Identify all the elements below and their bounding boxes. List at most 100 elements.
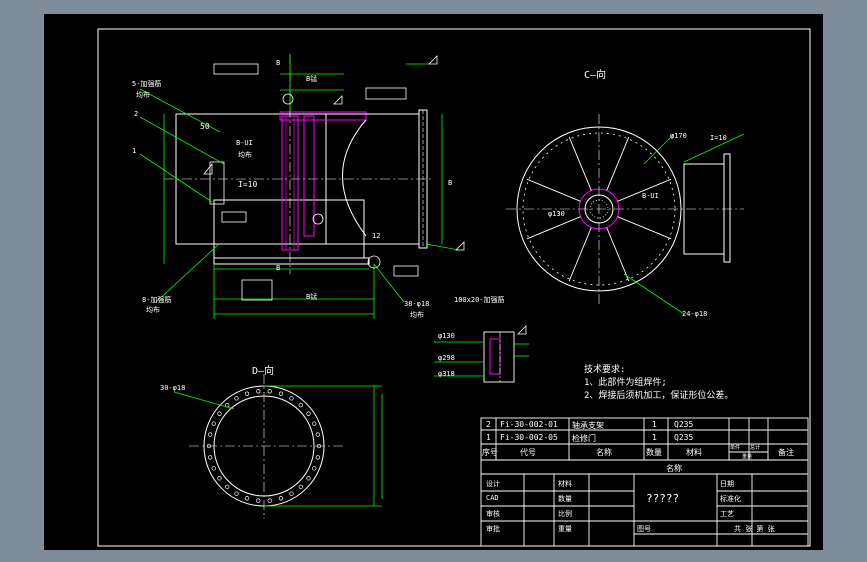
- title-weight: 重量: [558, 525, 572, 533]
- leader-1: 1: [132, 147, 137, 155]
- bolt-hole: [267, 498, 272, 503]
- rib-spoke: [526, 178, 581, 202]
- title-drawing-no: 图号: [637, 525, 651, 533]
- bom-row-2-no: 2: [486, 420, 491, 429]
- leader-100: 100x20-加强筋: [454, 296, 505, 304]
- rib-spoke: [617, 216, 672, 240]
- bolt-hole: [217, 476, 222, 481]
- detail-dia2: φ298: [438, 354, 455, 362]
- tech-req-item1: 1、此部件为组焊件;: [584, 378, 667, 388]
- bolt-hole: [211, 421, 216, 426]
- title-qty: 数量: [558, 495, 572, 503]
- leader-38b: 均布: [410, 311, 424, 319]
- bom-row-1-material: Q235: [674, 433, 694, 442]
- bolt-hole: [244, 391, 250, 396]
- detail-dia1: φ130: [438, 332, 455, 340]
- dim-b-top1: B: [276, 59, 281, 67]
- bom-header-remark: 备注: [778, 448, 794, 457]
- leader-2: 2: [134, 110, 139, 118]
- bom-row-1-no: 1: [486, 433, 491, 442]
- bom-header-no: 序号: [482, 448, 498, 457]
- title-scale: 比例: [558, 510, 572, 518]
- bolt-hole: [208, 432, 213, 437]
- leader-38: 38-φ18: [404, 300, 430, 308]
- view-c-i10: I=10: [710, 134, 727, 142]
- bom-header-material: 材料: [686, 448, 702, 457]
- title-date: 日期: [720, 480, 734, 488]
- bom-header-weight: 重量: [742, 454, 753, 460]
- bolt-hole: [289, 491, 294, 496]
- bolt-hole: [312, 421, 317, 426]
- bolt-hole: [298, 484, 303, 490]
- title-material: 材料: [558, 480, 572, 488]
- label-12: 12: [372, 232, 381, 240]
- bolt-hole: [234, 491, 239, 496]
- view-d-30: 30-φ18: [160, 384, 186, 392]
- bolt-hole: [289, 396, 294, 401]
- view-c-dia: φ170: [670, 132, 687, 140]
- title-design: 设计: [486, 480, 500, 488]
- detail-dia3: φ318: [438, 370, 455, 378]
- leader-8: 8-加强筋: [142, 296, 172, 304]
- view-c-dia130: φ130: [548, 210, 565, 218]
- view-c-label: C—向: [584, 70, 607, 81]
- title-approve: 审批: [486, 525, 500, 533]
- bom-header-weight-single: 单件: [730, 445, 741, 451]
- drawing-svg: [97, 28, 811, 547]
- bom-row-1-qty: 1: [652, 433, 657, 442]
- label-50: 50: [200, 122, 210, 131]
- leader-5b: 均布: [136, 91, 150, 99]
- bolt-hole: [315, 432, 320, 437]
- rib-spoke: [617, 178, 672, 202]
- bolt-hole: [278, 496, 284, 501]
- view-c-bui: B-UI: [642, 192, 659, 200]
- view-d-label: D—向: [252, 366, 275, 377]
- bom-header-weight-total: 总计: [750, 445, 761, 451]
- title-name-label: 名称: [666, 464, 682, 473]
- front-view: [139, 54, 465, 319]
- bom-row-2-code: Fi-30-002-01: [500, 420, 558, 429]
- view-d: [173, 374, 383, 519]
- leader-bui-b: 均布: [238, 151, 252, 159]
- bom-header-code: 代号: [520, 448, 536, 457]
- title-standard: 标准化: [720, 495, 741, 503]
- title-cad: CAD: [486, 494, 499, 502]
- bom-header-qty: 数量: [646, 448, 662, 457]
- bom-header-name: 名称: [596, 448, 612, 457]
- bolt-hole: [298, 402, 303, 408]
- dim-b-bottom1: B: [276, 264, 281, 272]
- dim-b-right: B: [448, 179, 453, 187]
- leader-bui: B-UI: [236, 139, 253, 147]
- drawing-border: [97, 28, 811, 547]
- bolt-hole: [312, 466, 317, 471]
- view-c: [506, 114, 745, 315]
- bolt-hole: [225, 484, 230, 490]
- bolt-hole: [211, 466, 216, 471]
- label-i10: I=10: [238, 180, 258, 189]
- leader-5: 5-加强筋: [132, 80, 162, 88]
- rib-spoke: [606, 136, 630, 191]
- title-sheets: 共 张 第 张: [734, 525, 775, 533]
- dim-b-top2: B锰: [306, 75, 318, 83]
- tech-req-title: 技术要求:: [584, 365, 626, 375]
- bolt-hole: [306, 411, 311, 416]
- title-check: 审核: [486, 510, 500, 518]
- bom-row-2-material: Q235: [674, 420, 694, 429]
- bolt-hole: [217, 411, 222, 416]
- bolt-hole: [234, 396, 239, 401]
- title-value: ?????: [646, 492, 680, 505]
- title-process: 工艺: [720, 510, 734, 518]
- bom-row-1-name: 检修门: [572, 434, 596, 443]
- bolt-hole: [256, 498, 261, 503]
- bolt-hole: [244, 496, 250, 501]
- rib-spoke: [568, 136, 592, 191]
- view-c-24: 24-φ18: [682, 310, 708, 318]
- section-detail: [434, 325, 529, 383]
- bolt-hole: [278, 391, 284, 396]
- drawing-canvas[interactable]: C—向 D—向 5-加强筋 均布 2 1 50 I=10 B-UI 均布 12 …: [44, 14, 823, 550]
- tech-req-item2: 2、焊接后须机加工，保证形位公差。: [584, 391, 734, 401]
- bolt-hole: [208, 455, 213, 460]
- rib-spoke: [568, 227, 592, 282]
- bolt-hole: [267, 389, 272, 394]
